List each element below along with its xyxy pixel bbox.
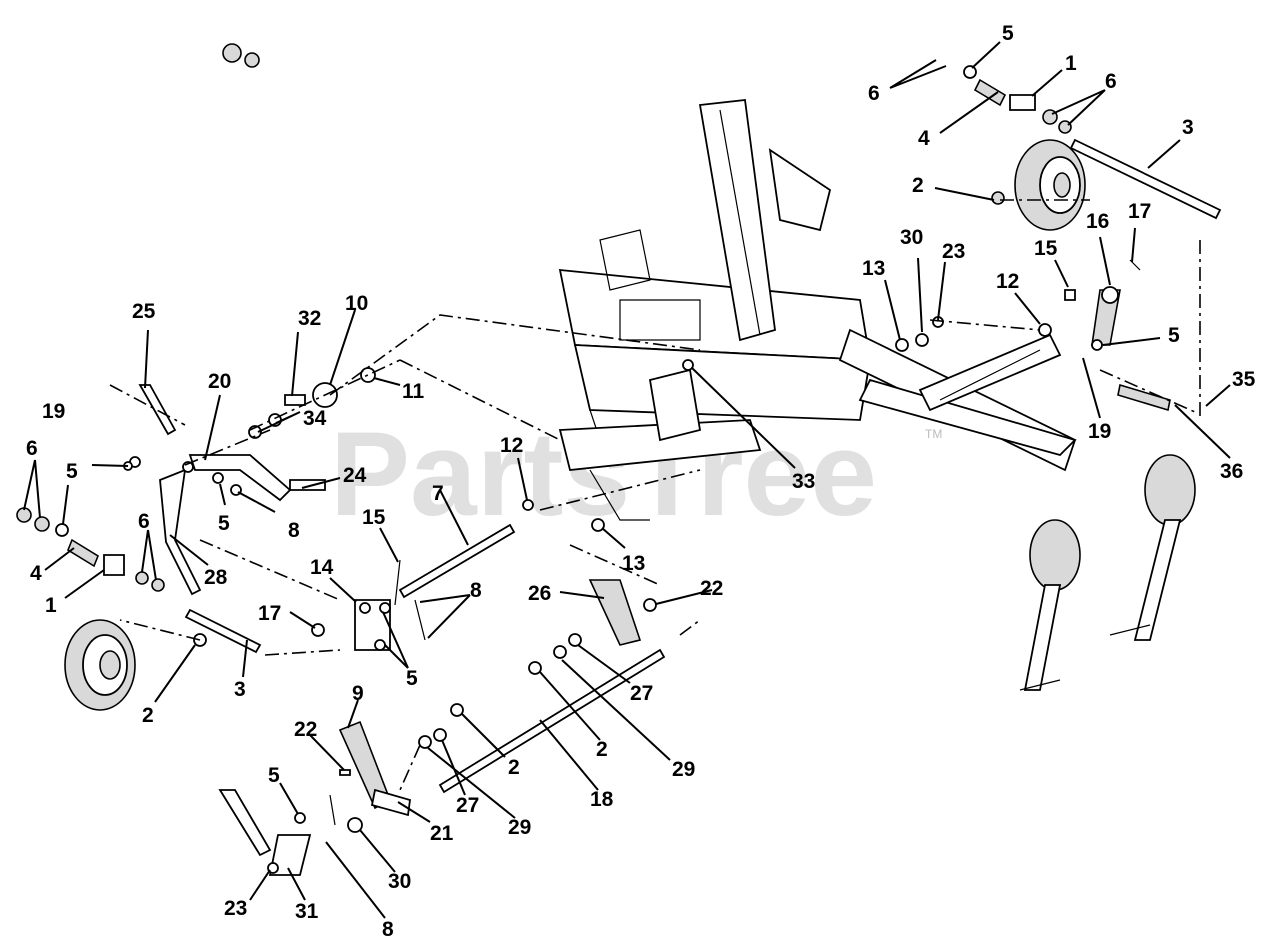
callout-22-b: 22 (294, 718, 317, 741)
callout-9: 9 (352, 682, 364, 705)
callout-19-b: 19 (42, 400, 65, 423)
tractor-frame (558, 99, 1077, 521)
callout-31: 31 (295, 900, 319, 923)
callout-3-a: 3 (1182, 116, 1194, 139)
callout-8-b: 8 (470, 579, 482, 602)
callout-15-a: 15 (1034, 237, 1058, 260)
callout-2-b: 2 (142, 704, 154, 727)
callout-22-a: 22 (700, 577, 723, 600)
callout-6-d: 6 (138, 510, 150, 533)
callout-13-b: 13 (622, 552, 645, 575)
callout-2-a: 2 (912, 174, 924, 197)
callout-16-a: 16 (1086, 210, 1109, 233)
callout-13-a: 13 (862, 257, 885, 280)
callout-12-b: 12 (500, 434, 523, 457)
callout-25: 25 (132, 300, 156, 323)
callout-5-a: 5 (1002, 22, 1014, 45)
callout-11: 11 (402, 380, 425, 403)
callout-12-a: 12 (996, 270, 1019, 293)
callout-29-b: 29 (508, 816, 531, 839)
callout-8-a: 8 (288, 519, 300, 542)
callout-5-b: 5 (1168, 324, 1180, 347)
callout-17-b: 17 (258, 602, 281, 625)
right-pulley (1014, 139, 1086, 231)
callout-5-f: 5 (268, 764, 280, 787)
callout-10: 10 (345, 292, 368, 315)
callout-4-a: 4 (918, 127, 930, 150)
callout-7: 7 (432, 482, 444, 505)
callout-32: 32 (298, 307, 321, 330)
callout-6-a: 6 (868, 82, 880, 105)
callout-30-b: 30 (388, 870, 411, 893)
callout-23-a: 23 (942, 240, 965, 263)
callout-2-d: 2 (508, 756, 520, 779)
callout-6-b: 6 (1105, 70, 1117, 93)
callout-34: 34 (303, 407, 327, 430)
callout-2-c: 2 (596, 738, 608, 761)
callout-14: 14 (310, 556, 334, 579)
callout-5-d: 5 (406, 667, 418, 690)
watermark-trademark: TM (925, 427, 942, 441)
callout-24: 24 (343, 464, 367, 487)
callout-8-c: 8 (382, 918, 394, 941)
left-pulley (64, 619, 136, 711)
callout-27-a: 27 (630, 682, 653, 705)
callout-33: 33 (792, 470, 815, 493)
callout-3-b: 3 (234, 678, 246, 701)
callout-21: 21 (430, 822, 454, 845)
clutch-pedal (1019, 519, 1081, 691)
callout-6-c: 6 (26, 437, 38, 460)
callout-4-b: 4 (30, 562, 42, 585)
callout-26: 26 (528, 582, 551, 605)
callout-5-c: 5 (218, 512, 230, 535)
brake-pedal (1109, 454, 1196, 641)
leader-lines (23, 41, 1231, 919)
callout-labels: 5 1 6 6 4 3 2 17 16 15 30 23 13 12 5 35 … (26, 22, 1256, 941)
callout-1-a: 1 (1065, 52, 1077, 75)
callout-20: 20 (208, 370, 231, 393)
callout-36: 36 (1220, 460, 1243, 483)
callout-28: 28 (204, 566, 228, 589)
rods (138, 138, 1222, 857)
callout-17-a: 17 (1128, 200, 1151, 223)
callout-29-a: 29 (672, 758, 695, 781)
assembly-lines (109, 199, 1201, 791)
callout-27-b: 27 (456, 794, 479, 817)
callout-35: 35 (1232, 368, 1256, 391)
callout-15-b: 15 (362, 506, 386, 529)
callout-30-a: 30 (900, 226, 923, 249)
callout-18: 18 (590, 788, 614, 811)
callout-5-e: 5 (66, 460, 78, 483)
callout-1-b: 1 (45, 594, 57, 617)
callout-23-b: 23 (224, 897, 247, 920)
callout-19-a: 19 (1088, 420, 1111, 443)
